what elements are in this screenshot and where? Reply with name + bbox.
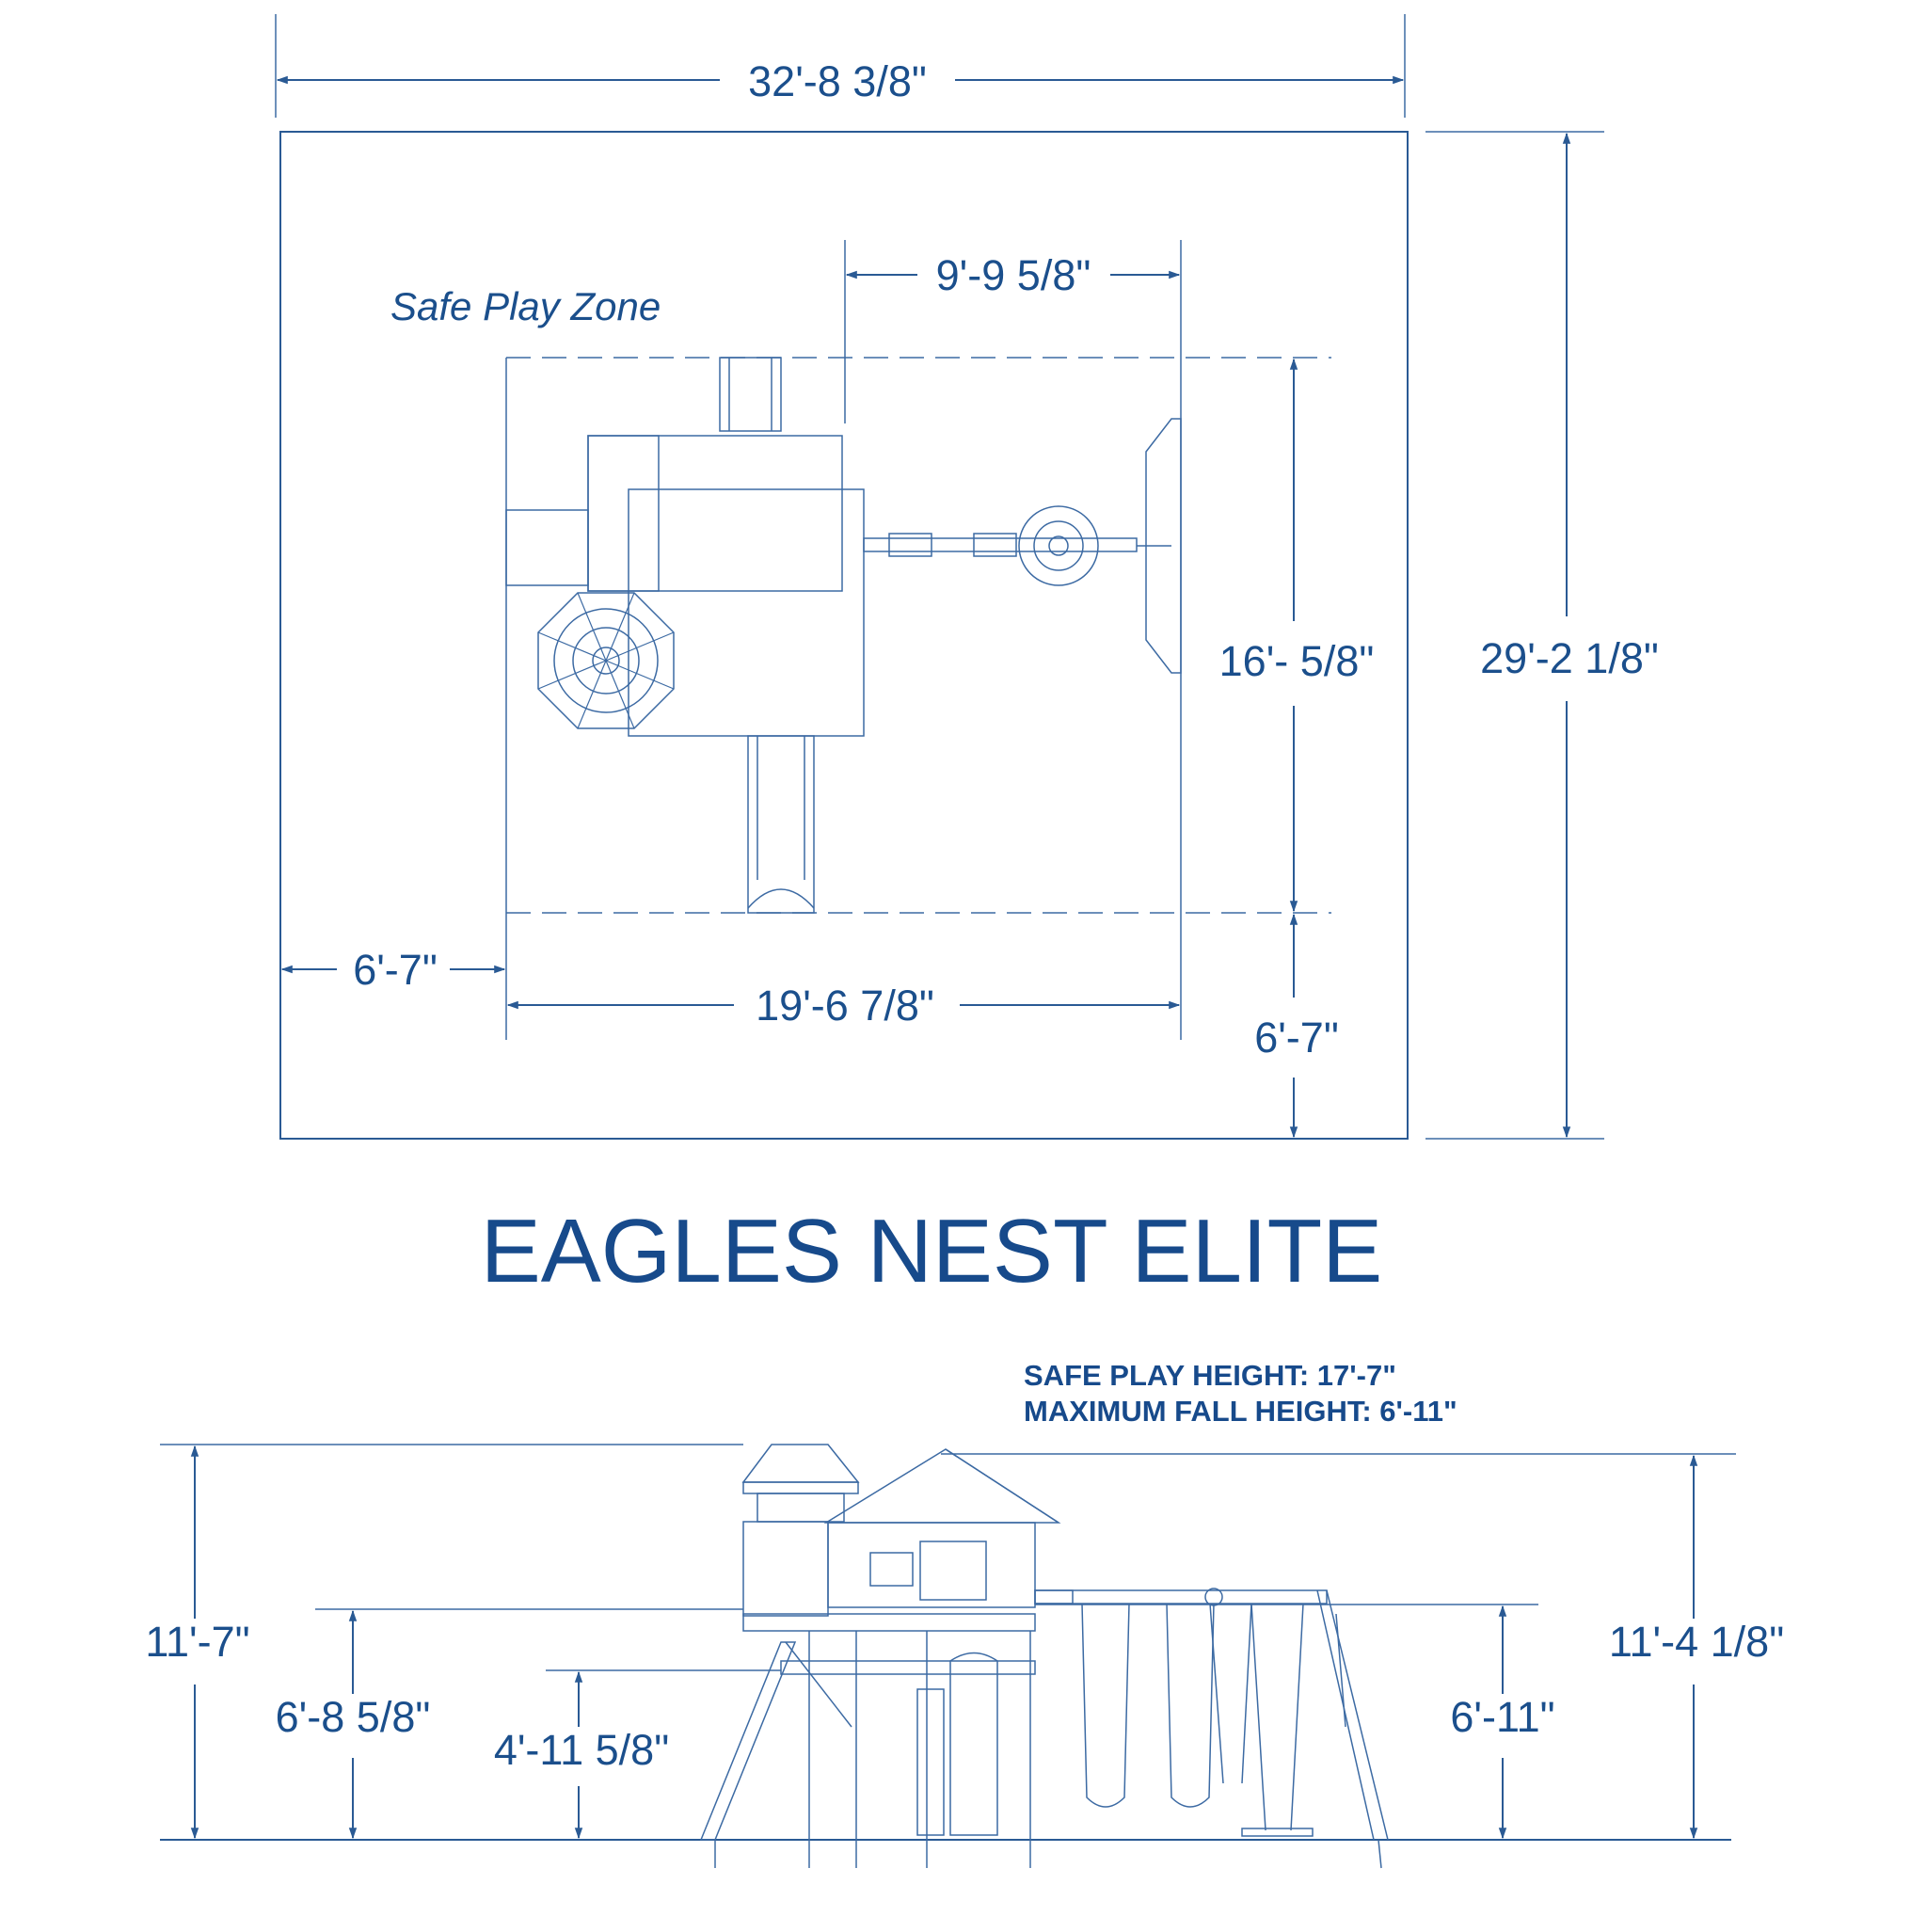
safe-play-zone-label: Safe Play Zone	[390, 284, 661, 328]
deck-height-label: 6'-8 5/8"	[276, 1693, 431, 1741]
swing-beam-length-label: 9'-9 5/8"	[936, 251, 1091, 299]
swings	[1081, 1588, 1314, 1837]
lower-deck-height-label: 4'-11 5/8"	[494, 1726, 669, 1774]
web-swing	[1018, 505, 1099, 586]
product-title: EAGLES NEST ELITE	[481, 1201, 1383, 1301]
max-fall-height-note: MAXIMUM FALL HEIGHT: 6'-11"	[1024, 1395, 1457, 1428]
structure-width-label: 19'-6 7/8"	[756, 982, 934, 1030]
swing-beam-height-label: 11'-4 1/8"	[1609, 1618, 1784, 1666]
a-frame-top	[1145, 418, 1182, 674]
tower-height-label: 11'-7"	[145, 1618, 249, 1666]
elevation-view: SAFE PLAY HEIGHT: 17'-7" MAXIMUM FALL HE…	[145, 1359, 1784, 1869]
swing-height-label: 6'-11"	[1450, 1693, 1554, 1741]
clearance-left-label: 6'-7"	[353, 946, 438, 994]
safe-play-height-note: SAFE PLAY HEIGHT: 17'-7"	[1024, 1359, 1396, 1392]
safety-area-outline	[279, 131, 1409, 1140]
playset-side-view	[699, 1444, 1389, 1869]
structure-depth-label: 16'- 5/8"	[1219, 637, 1375, 685]
playset-top-view	[505, 357, 1182, 914]
clearance-bottom-label: 6'-7"	[1254, 1014, 1339, 1062]
overall-depth-label: 29'-2 1/8"	[1480, 634, 1659, 682]
plan-view: 32'-8 3/8" 29'-2 1/8" Safe Play Zone 9'-…	[275, 14, 1659, 1140]
overall-width-label: 32'-8 3/8"	[748, 57, 927, 105]
structure-footprint-outline	[506, 357, 1331, 914]
